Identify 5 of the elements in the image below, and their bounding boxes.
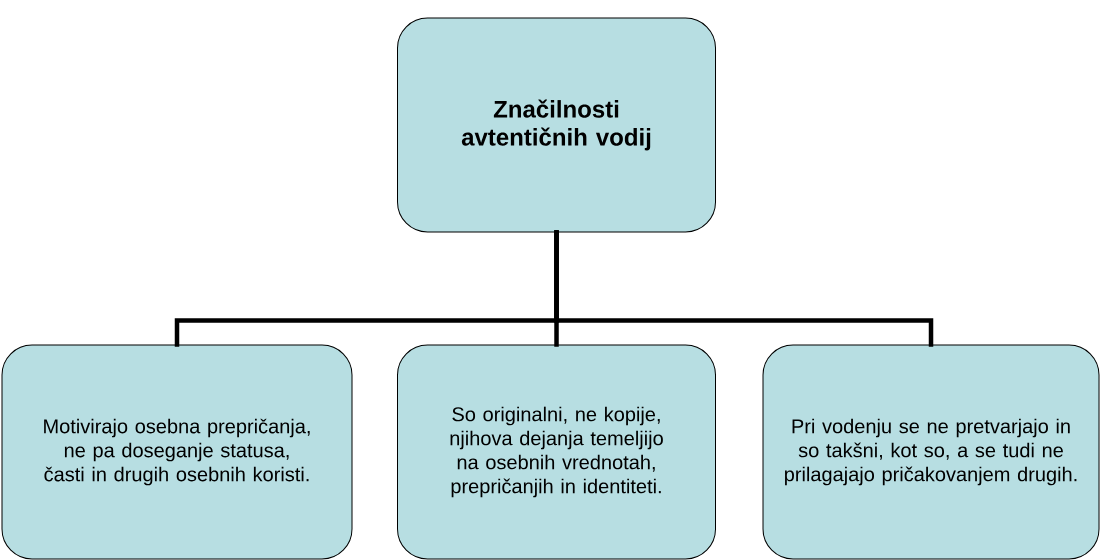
trait-box: So originalni, ne kopije, njihova dejanja temeljijo na osebnih vrednotah, prepričanjih in identiteti. (397, 344, 716, 560)
trait-box: Motivirajo osebna prepričanja, ne pa doseganje statusa, časti in drugih osebnih koristi. (1, 344, 353, 560)
trait-box: Pri vodenju se ne pretvarjajo in so takšni, kot so, a se tudi ne prilagajajo pričakovanjem drugih. (762, 344, 1100, 560)
title-box: Značilnosti avtentičnih vodij (397, 17, 716, 233)
connector-line (554, 230, 934, 347)
